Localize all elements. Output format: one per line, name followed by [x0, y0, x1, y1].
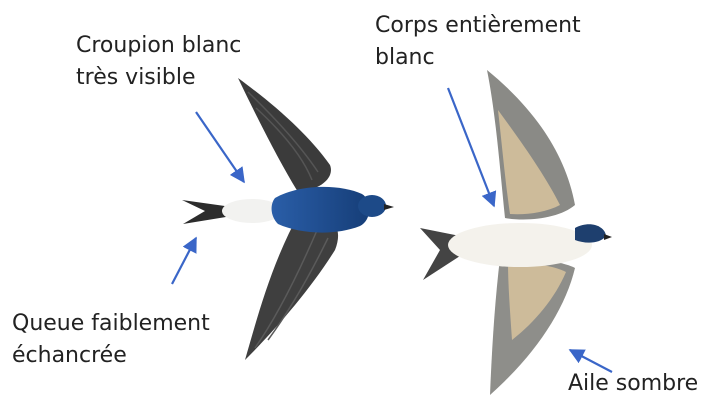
swallow-dorsal-view — [182, 78, 394, 360]
white-body — [448, 223, 592, 267]
swallow-ventral-view — [420, 70, 612, 395]
arrow-croupion — [196, 112, 244, 182]
ventral-tail — [420, 228, 460, 280]
label-queue-line1: Queue faiblement — [12, 308, 210, 340]
label-croupion-line1: Croupion blanc — [76, 30, 241, 62]
label-queue-line2: échancrée — [12, 340, 210, 372]
label-croupion: Croupion blanc très visible — [76, 30, 241, 94]
arrow-corps — [448, 88, 494, 206]
label-corps: Corps entièrement blanc — [375, 10, 581, 74]
dorsal-head — [358, 195, 386, 217]
blue-back — [272, 187, 370, 233]
label-corps-line1: Corps entièrement — [375, 10, 581, 42]
label-aile-line1: Aile sombre — [568, 368, 698, 400]
label-croupion-line2: très visible — [76, 62, 241, 94]
label-queue: Queue faiblement échancrée — [12, 308, 210, 372]
ventral-head — [575, 224, 606, 242]
arrow-queue — [172, 238, 196, 284]
label-corps-line2: blanc — [375, 42, 581, 74]
label-aile: Aile sombre — [568, 368, 698, 400]
